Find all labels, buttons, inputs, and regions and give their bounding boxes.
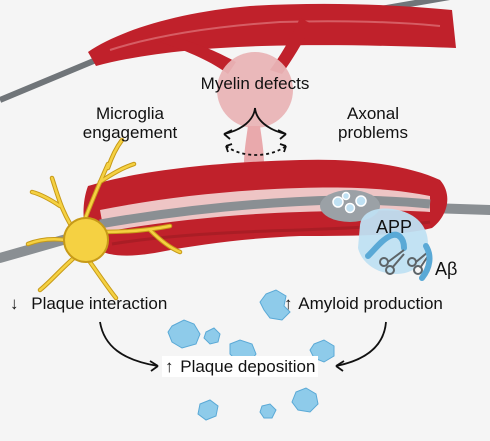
- upper-myelin-highlight: [109, 20, 441, 51]
- abeta-text: Aβ: [435, 259, 458, 279]
- convergent-arrows: [99, 321, 387, 372]
- axon-core: [99, 195, 431, 229]
- upper-myelin-sheath: [88, 3, 456, 66]
- label-microglia-engagement: Microglia engagement: [70, 104, 190, 142]
- microglia-processes-fill: [26, 138, 182, 300]
- label-abeta: Aβ: [435, 260, 457, 279]
- vesicle: [355, 195, 367, 207]
- vesicle: [341, 191, 351, 201]
- label-app: APP: [376, 218, 412, 237]
- microglia-line-2: engagement: [82, 123, 178, 142]
- oligodendrocyte-soma: [217, 52, 293, 128]
- myelin-divergent-arrows: [223, 107, 287, 156]
- app-text: APP: [376, 217, 413, 237]
- label-plaque-deposition: ↑ Plaque deposition: [162, 356, 319, 377]
- plaque-interaction-text: Plaque interaction: [31, 294, 168, 313]
- down-arrow-icon: ↓: [10, 294, 19, 313]
- plaque-deposition-text: Plaque deposition: [180, 357, 316, 376]
- oligodendrocyte-stalk: [244, 126, 264, 164]
- axonal-line-1: Axonal: [347, 104, 399, 123]
- oligodendrocyte-process-right: [270, 18, 312, 74]
- axonal-line-2: problems: [338, 123, 408, 142]
- up-arrow-icon: ↑: [165, 357, 174, 376]
- up-arrow-icon: ↑: [284, 294, 293, 313]
- vesicle: [344, 202, 356, 214]
- label-plaque-interaction: ↓ Plaque interaction: [10, 294, 167, 313]
- oligodendrocyte-process-left: [160, 36, 236, 74]
- amyloid-production-text: Amyloid production: [298, 294, 443, 313]
- microglia-soma: [63, 217, 109, 263]
- label-amyloid-production: ↑ Amyloid production: [284, 294, 443, 313]
- scissors-icon: [379, 249, 405, 275]
- abeta-fragment: [419, 243, 433, 281]
- app-strand: [365, 231, 407, 259]
- vesicle: [332, 196, 344, 208]
- microglia-line-1: Microglia: [95, 104, 165, 123]
- myelin-defects-text: Myelin defects: [200, 74, 310, 93]
- label-axonal-problems: Axonal problems: [318, 104, 428, 142]
- label-myelin-defects: Myelin defects: [180, 74, 330, 93]
